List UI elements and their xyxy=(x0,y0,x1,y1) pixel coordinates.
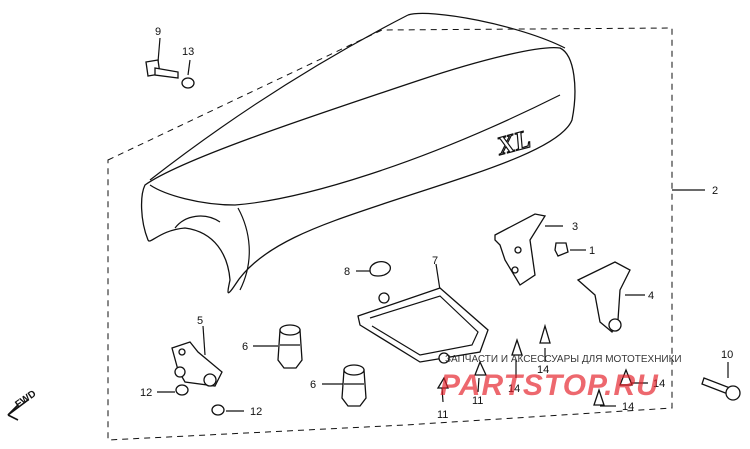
callout-4: 4 xyxy=(648,290,654,302)
callout-14b: 14 xyxy=(537,364,549,376)
tray-7 xyxy=(357,263,489,364)
callout-11b: 11 xyxy=(472,395,483,407)
clip-11b xyxy=(474,360,488,393)
callout-14c: 14 xyxy=(653,378,665,390)
callout-10: 10 xyxy=(721,349,733,361)
nut-1 xyxy=(554,242,586,257)
clip-14c xyxy=(619,368,648,386)
callout-labels: 1 2 3 4 5 6 6 7 8 9 10 11 11 12 12 13 14… xyxy=(140,26,733,421)
bolt-10 xyxy=(701,362,741,401)
bolt-9 xyxy=(145,37,179,79)
watermark-logo: PARTSTOP.RU xyxy=(440,369,659,402)
callout-2: 2 xyxy=(712,185,718,197)
clip-14b xyxy=(539,323,551,362)
assembly-outline xyxy=(107,27,673,441)
callout-14d: 14 xyxy=(622,401,634,413)
rubber-8 xyxy=(356,260,391,277)
washer-12a xyxy=(157,384,189,396)
callout-9: 9 xyxy=(155,26,161,38)
cushion-6b xyxy=(322,364,367,407)
clip-14a xyxy=(511,337,523,378)
clip-14d xyxy=(593,387,616,407)
callout-13: 13 xyxy=(182,46,194,58)
washer-13 xyxy=(181,59,195,89)
cushion-6a xyxy=(253,324,303,369)
washer-12b xyxy=(211,404,244,416)
callout-8: 8 xyxy=(344,266,350,278)
fwd-label: FWD xyxy=(13,388,38,410)
callout-14a: 14 xyxy=(508,383,520,395)
callout-3: 3 xyxy=(572,221,578,233)
bracket-3 xyxy=(494,213,563,286)
callout-11a: 11 xyxy=(437,409,448,421)
callout-6a: 6 xyxy=(242,341,248,353)
callout-7: 7 xyxy=(432,255,438,267)
watermark: ЗАПЧАСТИ И АКСЕССУАРЫ ДЛЯ МОТОТЕХНИКИ PA… xyxy=(440,354,682,402)
callout-6b: 6 xyxy=(310,379,316,391)
callout-12b: 12 xyxy=(250,406,262,418)
callout-12a: 12 xyxy=(140,387,152,399)
bracket-4 xyxy=(576,261,645,334)
clip-11a xyxy=(436,376,449,403)
callout-5: 5 xyxy=(197,315,203,327)
callout-1: 1 xyxy=(589,245,595,257)
bracket-5 xyxy=(171,325,223,387)
watermark-text: ЗАПЧАСТИ И АКСЕССУАРЫ ДЛЯ МОТОТЕХНИКИ xyxy=(445,354,682,365)
forward-direction-indicator: FWD xyxy=(7,388,38,421)
